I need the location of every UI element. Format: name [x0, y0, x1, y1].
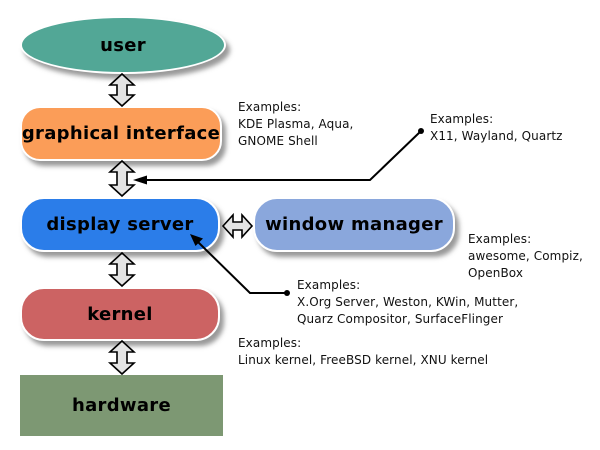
node-display-server-label: display server: [46, 214, 194, 235]
annotation-line: Examples:: [238, 336, 302, 350]
double-arrow-ds-kernel-icon: [107, 251, 137, 288]
annotation-line: awesome, Compiz,: [468, 249, 583, 263]
callout-display-server-dot: [284, 290, 290, 296]
annotation-display-protocols-examples: Examples: X11, Wayland, Quartz: [430, 111, 563, 145]
annotation-line: X.Org Server, Weston, KWin, Mutter,: [297, 295, 519, 309]
annotation-line: Examples:: [430, 112, 494, 126]
double-arrow-kernel-hw-icon: [107, 339, 137, 376]
node-kernel: kernel: [20, 287, 220, 341]
double-arrow-user-gi-icon: [107, 72, 137, 108]
annotation-line: X11, Wayland, Quartz: [430, 129, 563, 143]
annotation-kernel-examples: Examples: Linux kernel, FreeBSD kernel, …: [238, 335, 488, 369]
annotation-line: Examples:: [297, 278, 361, 292]
annotation-window-manager-examples: Examples: awesome, Compiz, OpenBox: [468, 231, 583, 282]
node-window-manager-label: window manager: [265, 214, 443, 235]
node-graphical-interface-label: graphical interface: [21, 123, 221, 144]
node-window-manager: window manager: [253, 197, 455, 252]
node-hardware: hardware: [20, 375, 223, 436]
annotation-graphical-interface-examples: Examples: KDE Plasma, Aqua, GNOME Shell: [238, 99, 353, 150]
annotation-line: KDE Plasma, Aqua,: [238, 117, 354, 131]
node-graphical-interface: graphical interface: [20, 106, 222, 161]
node-user: user: [20, 16, 226, 74]
annotation-line: GNOME Shell: [238, 134, 318, 148]
annotation-line: Examples:: [238, 100, 302, 114]
annotation-line: Examples:: [468, 232, 532, 246]
node-hardware-label: hardware: [72, 395, 171, 416]
double-arrow-gi-ds-icon: [107, 159, 137, 198]
annotation-line: OpenBox: [468, 266, 524, 280]
double-arrow-ds-wm-icon: [221, 212, 254, 240]
node-kernel-label: kernel: [87, 303, 153, 325]
node-user-label: user: [100, 34, 146, 56]
callout-protocols-dot: [418, 128, 424, 134]
annotation-display-server-examples: Examples: X.Org Server, Weston, KWin, Mu…: [297, 277, 518, 328]
node-display-server: display server: [20, 197, 220, 252]
annotation-line: Linux kernel, FreeBSD kernel, XNU kernel: [238, 353, 489, 367]
callout-protocols-arrowhead-icon: [133, 175, 147, 185]
annotation-line: Quarz Compositor, SurfaceFlinger: [297, 312, 504, 326]
